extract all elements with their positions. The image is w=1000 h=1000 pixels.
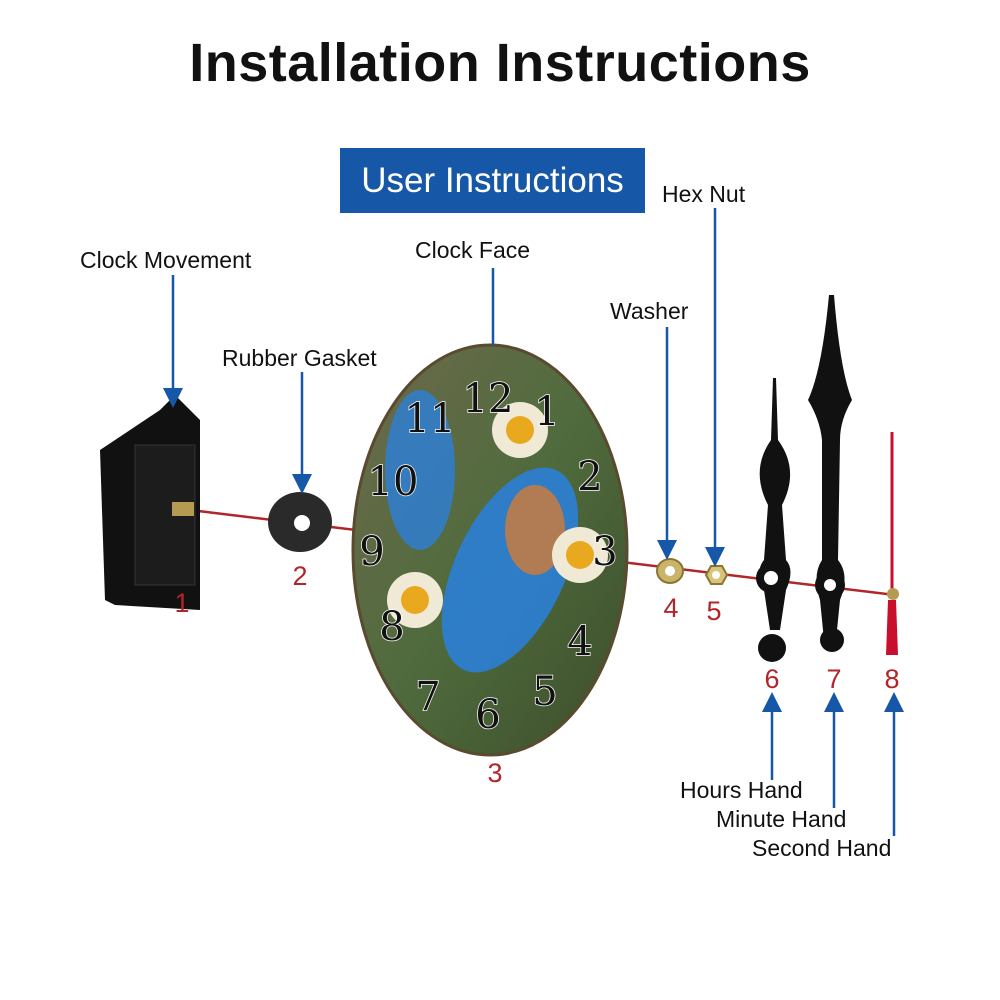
clock-numeral: 5 [532,669,557,715]
part-number-6: 6 [764,664,779,694]
label-clock-face: Clock Face [415,237,530,263]
part-number-3: 3 [487,758,502,788]
clock-numeral: 7 [415,674,440,720]
label-clock-movement: Clock Movement [80,247,252,273]
part-number-4: 4 [663,593,678,623]
part-number-7: 7 [826,664,841,694]
label-second-hand: Second Hand [752,835,891,861]
clock-numeral: 2 [577,454,602,500]
washer-illustration [656,558,684,584]
rubber-gasket-illustration [268,492,332,552]
clock-numeral: 9 [359,529,384,575]
callout-arrows [163,208,904,836]
clock-numeral: 6 [475,692,500,738]
clock-numeral: 10 [368,459,419,505]
label-hex-nut: Hex Nut [662,181,746,207]
clock-numeral: 4 [567,619,592,665]
label-hours-hand: Hours Hand [680,777,803,803]
label-rubber-gasket: Rubber Gasket [222,345,377,371]
clock-numeral: 8 [379,604,404,650]
clock-numerals: 12 1 2 3 4 5 6 7 8 9 10 11 [359,375,619,739]
user-instructions-badge: User Instructions [340,148,645,213]
clock-numeral: 1 [534,389,559,435]
page-title: Installation Instructions [189,33,811,93]
hours-hand-illustration [756,378,791,662]
label-washer: Washer [610,298,689,324]
part-number-5: 5 [706,596,721,626]
hex-nut-illustration [704,565,729,585]
clock-numeral: 3 [592,529,617,575]
clock-face-illustration [351,343,629,757]
minute-hand-illustration [808,295,852,652]
clock-numeral: 11 [405,396,456,442]
part-number-1: 1 [174,588,189,618]
clock-numeral: 12 [463,376,514,422]
part-number-8: 8 [884,664,899,694]
clock-movement-illustration [100,395,200,610]
second-hand-illustration [886,432,899,655]
part-number-2: 2 [292,561,307,591]
label-minute-hand: Minute Hand [716,806,846,832]
